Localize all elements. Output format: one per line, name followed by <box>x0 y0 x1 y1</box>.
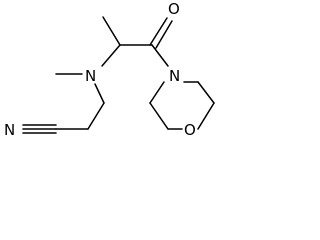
atom-label-morpholine-oxygen: O <box>184 121 196 139</box>
atom-label-nitrile-nitrogen: N <box>4 121 15 139</box>
bond-ring-n-c2 <box>149 81 165 104</box>
bond-methyl-alpha <box>102 16 121 46</box>
atom-label-amine-nitrogen: N <box>85 67 96 85</box>
atom-label-carbonyl-oxygen: O <box>168 0 180 18</box>
bond-lines <box>22 16 215 134</box>
bond-ring-c2-c3 <box>149 102 169 130</box>
bond-ch2-ch2 <box>87 102 105 130</box>
bond-ring-o-c5 <box>197 102 215 130</box>
bond-carbonyl-morph-n <box>151 44 169 67</box>
bond-carbonyl-double-b <box>155 20 173 49</box>
atom-label-morpholine-nitrogen: N <box>169 67 180 85</box>
bond-carbonyl-double-a <box>149 17 168 46</box>
bond-alpha-amine <box>101 44 121 67</box>
chemical-structure: O N N O N <box>4 0 215 139</box>
bond-ring-c5-c6 <box>197 81 215 104</box>
bond-amine-ch2 <box>94 83 105 104</box>
